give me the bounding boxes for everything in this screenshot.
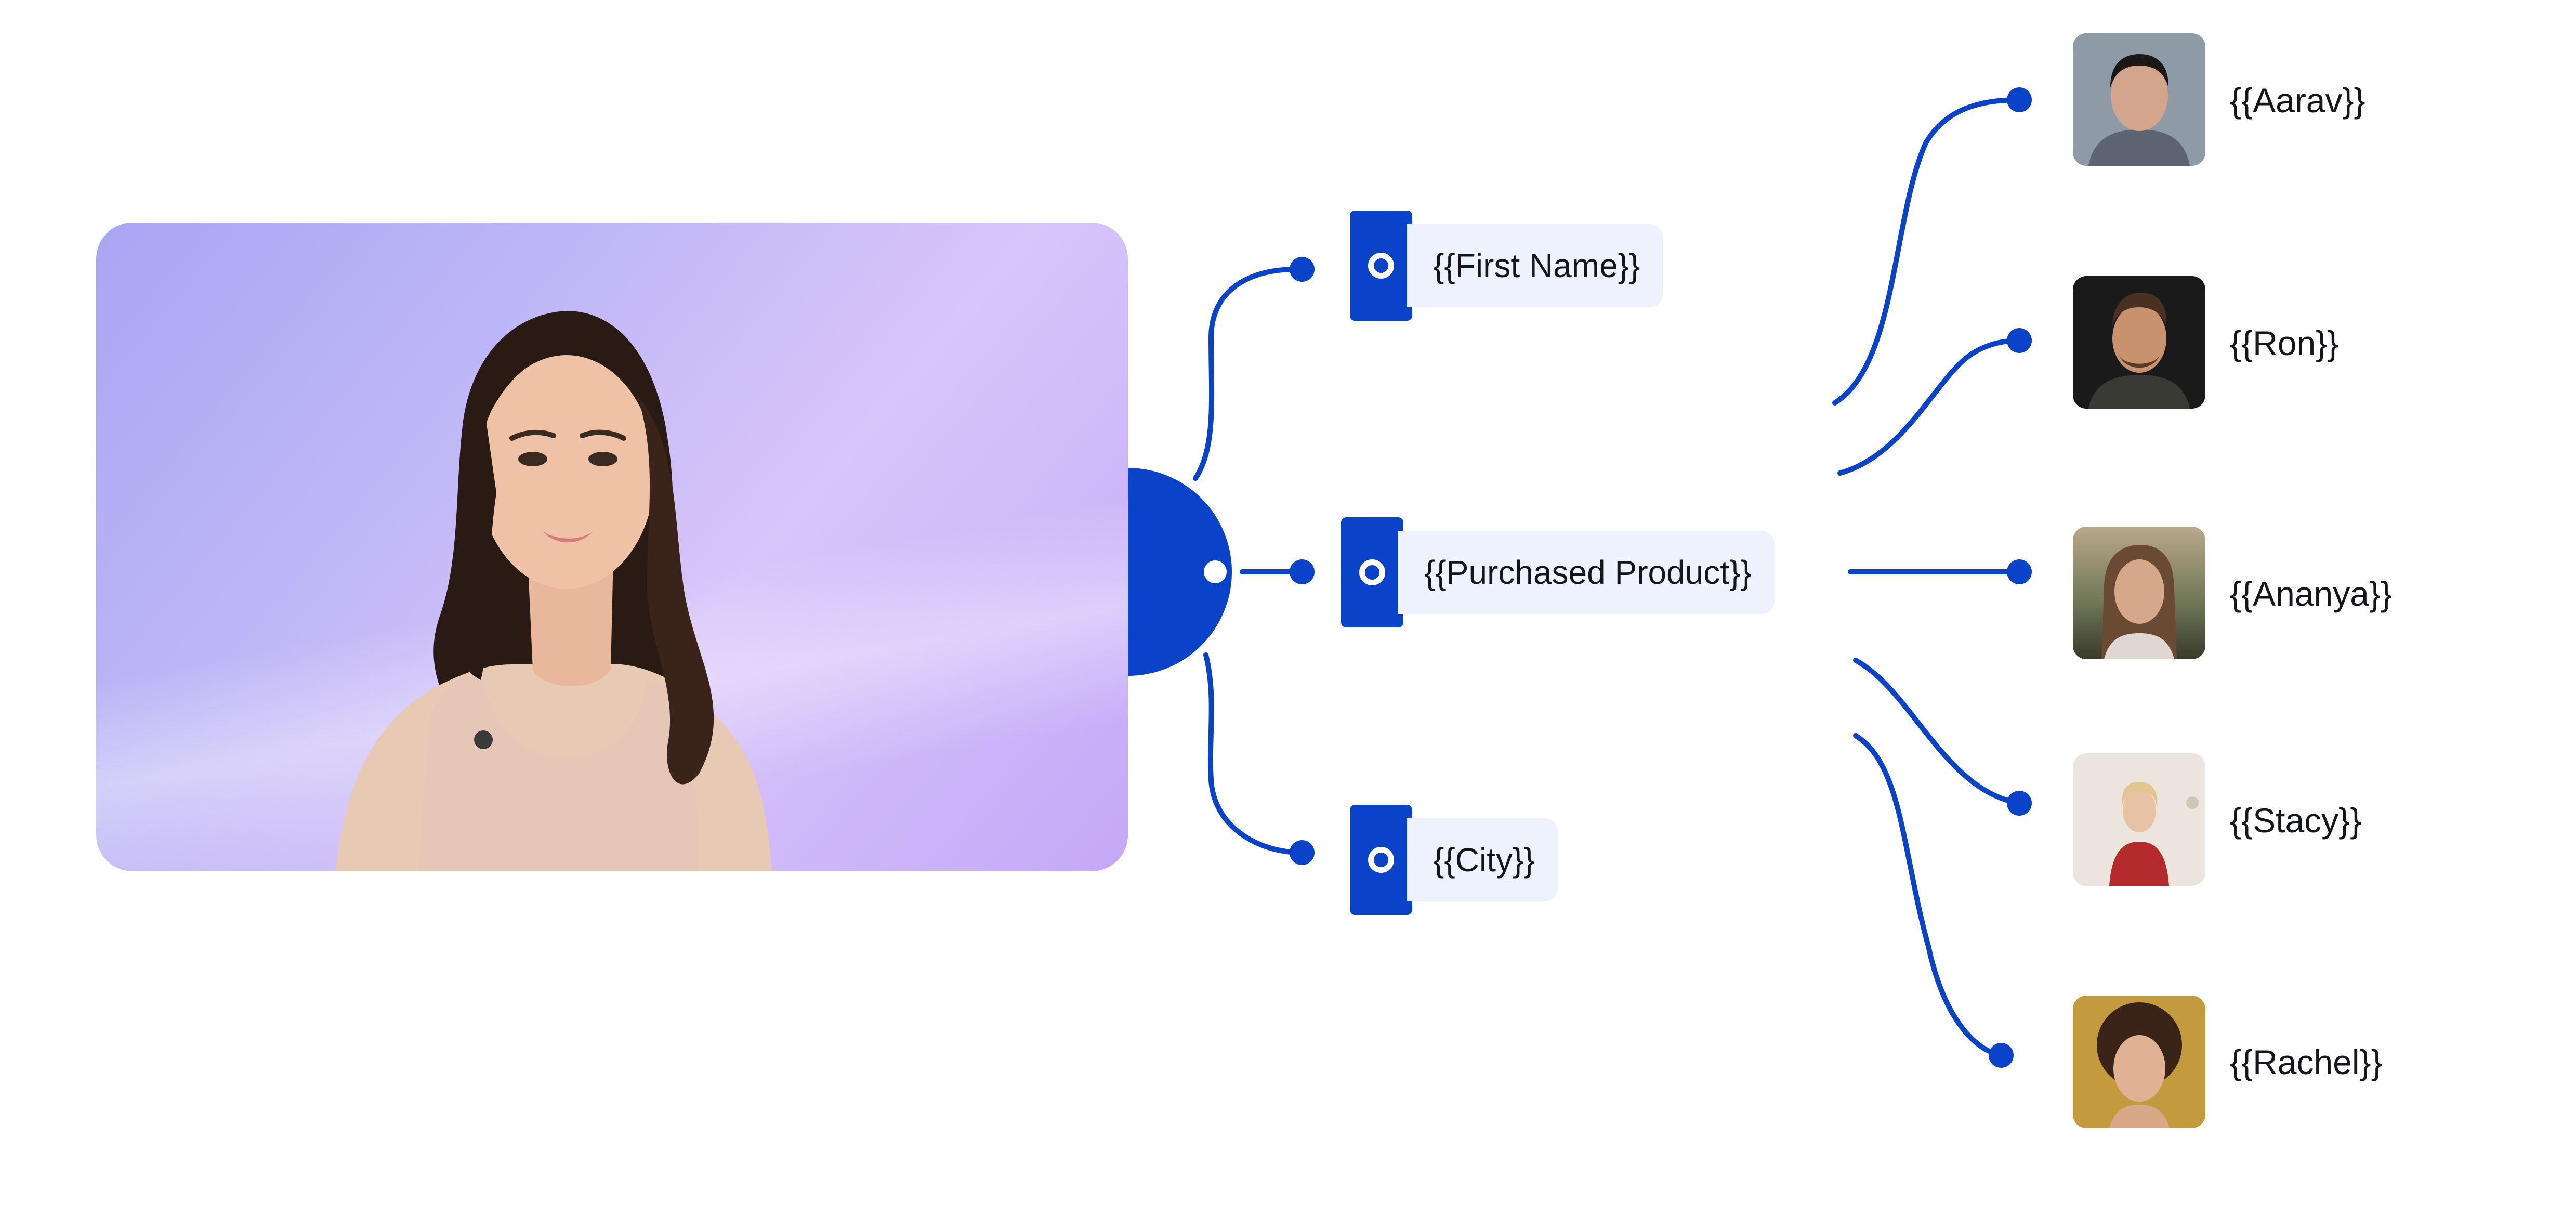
avatar-rachel (2073, 996, 2205, 1128)
connector-aarav (1832, 97, 2022, 406)
endpoint-dot (2007, 87, 2032, 112)
endpoint-dot (1290, 559, 1315, 584)
variable-label: {{First Name}} (1407, 224, 1663, 307)
node-handle[interactable] (1341, 517, 1403, 627)
radio-icon (1359, 559, 1385, 585)
connector-rachel (1853, 733, 2004, 1058)
variable-label: {{Purchased Product}} (1398, 531, 1775, 614)
node-handle[interactable] (1350, 211, 1412, 321)
recipient-name-ananya: {{Ananya}} (2230, 574, 2393, 613)
recipient-name-ron: {{Ron}} (2230, 324, 2339, 362)
endpoint-dot (2007, 559, 2032, 584)
endpoint-dot (1989, 1043, 2014, 1068)
hub-node (1128, 468, 1232, 676)
hub-dot (1204, 560, 1227, 583)
endpoint-dot (1290, 840, 1315, 865)
connector-ron (1837, 338, 2022, 476)
variable-label: {{City}} (1407, 818, 1558, 901)
connector-city (1203, 652, 1305, 855)
recipient-name-stacy: {{Stacy}} (2230, 801, 2362, 840)
radio-icon (1368, 253, 1394, 279)
endpoint-dot (2007, 791, 2032, 816)
radio-icon (1368, 847, 1394, 873)
recipient-name-aarav: {{Aarav}} (2230, 81, 2365, 120)
avatar-stacy (2073, 753, 2205, 886)
avatar-aarav (2073, 33, 2205, 166)
connector-stacy (1853, 658, 2022, 806)
recipient-name-rachel: {{Rachel}} (2230, 1043, 2383, 1081)
presenter-video-card (96, 223, 1128, 871)
presenter-image (335, 311, 772, 871)
endpoint-dot (1290, 257, 1315, 282)
node-handle[interactable] (1350, 805, 1412, 915)
avatar-ananya (2073, 527, 2205, 659)
avatar-ron (2073, 276, 2205, 409)
endpoint-dot (2007, 328, 2032, 353)
connector-first-name (1193, 266, 1305, 481)
